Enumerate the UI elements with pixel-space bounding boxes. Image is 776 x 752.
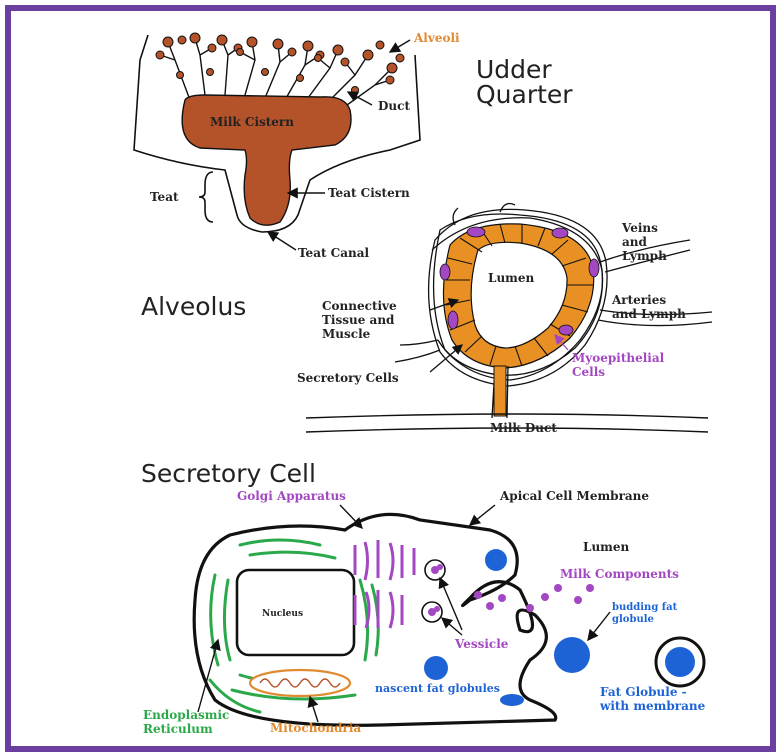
milk-cistern-label: Milk Cistern [210,115,294,129]
teat-bracket [199,172,213,222]
myoepithelial-label-2: Cells [572,365,605,379]
teat-canal-label: Teat Canal [298,246,370,260]
teat-label: Teat [150,190,179,204]
budding-label-1: budding fat [612,602,678,613]
secretory-cells-label: Secretory Cells [297,371,399,385]
udder-quarter-title-2: Quarter [476,80,573,109]
milk-components [474,584,594,612]
lumen-label: Lumen [488,271,534,285]
alveolus-title: Alveolus [141,292,246,321]
cell-lumen-label: Lumen [583,540,629,554]
mitochondria-label: Mitochondria [270,721,361,735]
vessicle-label: Vessicle [454,637,509,651]
duct-label: Duct [378,99,410,113]
nascent-label: nascent fat globules [375,682,500,695]
golgi-apparatus [355,540,414,628]
er-label-1: Endoplasmic [143,708,229,722]
secretory-cell-ring [443,224,593,368]
teat-cistern-label: Teat Cistern [328,186,410,200]
alveoli-label: Alveoli [413,31,460,45]
myoepithelial-label-1: Myoepithelial [572,351,665,365]
fat-globule-with-membrane [665,647,695,677]
fat-globule-label-1: Fat Globule - [600,685,687,699]
vesicles [422,560,445,622]
connective-label-2: Tissue and [322,313,395,327]
arteries-label-1: Arteries [611,293,666,307]
arteries-label-2: and Lymph [612,307,686,321]
veins-label-3: Lymph [622,249,667,263]
veins-label-1: Veins [621,221,658,235]
veins-label-2: and [622,235,648,249]
milk-components-label: Milk Components [560,567,679,581]
nucleus-label: Nucleus [262,609,303,619]
golgi-label: Golgi Apparatus [237,489,346,503]
er-label-2: Reticulum [143,722,213,736]
apical-membrane-label: Apical Cell Membrane [499,489,649,503]
milk-duct-label: Milk Duct [490,421,557,435]
fat-globule-label-2: with membrane [599,699,706,713]
connective-label-3: Muscle [322,327,371,341]
budding-label-2: globule [612,614,654,625]
udder-quarter-drawing [134,33,420,250]
secretory-cell-title: Secretory Cell [141,459,316,488]
connective-label-1: Connective [322,299,397,313]
